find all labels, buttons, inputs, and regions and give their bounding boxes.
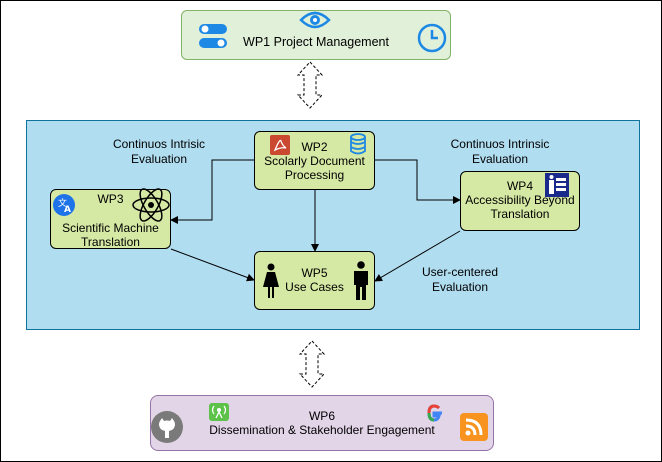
wp5-code: WP5 bbox=[301, 266, 328, 280]
wp1-title: WP1 Project Management bbox=[243, 35, 389, 49]
accessibility-icon bbox=[545, 173, 569, 197]
user-eval-label: User-centered Evaluation bbox=[405, 265, 515, 295]
clock-icon bbox=[417, 23, 447, 53]
man-icon bbox=[354, 261, 368, 300]
eval-right-line1: Continuos Intrinsic bbox=[450, 137, 550, 151]
eval-right-label: Continuos Intrinsic Evaluation bbox=[440, 137, 560, 167]
wp2-box[interactable]: WP2 Scolarly Document Processing bbox=[254, 131, 375, 190]
user-eval-line2: Evaluation bbox=[431, 280, 489, 294]
eval-left-line2: Evaluation bbox=[130, 152, 188, 166]
wp3-code: WP3 bbox=[97, 192, 124, 206]
wp2-code: WP2 bbox=[301, 140, 328, 154]
user-eval-line1: User-centered bbox=[421, 265, 499, 279]
wp4-code: WP4 bbox=[506, 179, 533, 193]
wp6-code: WP6 bbox=[308, 409, 335, 423]
wp1-box[interactable]: WP1 Project Management bbox=[181, 10, 451, 60]
atom-icon bbox=[132, 188, 170, 222]
wp4-box[interactable]: WP4 Accessibility Beyond Translation bbox=[460, 171, 580, 231]
edge-wp4-wp5 bbox=[374, 230, 461, 282]
wp2-title-line2: Processing bbox=[284, 168, 345, 182]
svg-text:A: A bbox=[64, 205, 71, 215]
wp5-title-line1: Use Cases bbox=[285, 280, 344, 294]
wp4-title-line2: Translation bbox=[490, 207, 550, 221]
wp3-title-line2: Translation bbox=[81, 235, 140, 249]
github-icon bbox=[151, 411, 183, 443]
wp6-title: Dissemination & Stakeholder Engagement bbox=[209, 423, 435, 437]
wp3-box[interactable]: 文 A WP3 Scientific Machine Translation bbox=[50, 188, 171, 249]
broadcast-icon bbox=[209, 403, 229, 421]
bidirectional-arrow-bottom bbox=[298, 340, 326, 388]
toggle-switches-icon bbox=[199, 24, 227, 48]
bidirectional-arrow-top bbox=[296, 61, 324, 109]
wp3-title-line1: Scientific Machine bbox=[62, 221, 159, 235]
svg-text:文: 文 bbox=[58, 197, 67, 209]
eval-right-line2: Evaluation bbox=[471, 152, 529, 166]
pdf-icon bbox=[270, 135, 290, 155]
google-icon bbox=[427, 404, 442, 422]
eye-icon bbox=[299, 11, 331, 29]
woman-icon bbox=[263, 263, 279, 298]
eval-left-label: Continuos Intrisic Evaluation bbox=[104, 137, 214, 167]
database-icon bbox=[350, 133, 366, 155]
edge-wp3-wp5 bbox=[170, 248, 255, 282]
edge-wp2-wp4 bbox=[375, 159, 461, 204]
translate-icon: 文 A bbox=[53, 194, 75, 216]
wp4-title-line1: Accessibility Beyond bbox=[465, 193, 575, 207]
wp2-title-line1: Scolarly Document bbox=[264, 154, 365, 168]
rss-icon bbox=[460, 413, 488, 441]
edge-wp2-wp3 bbox=[170, 159, 254, 224]
wp5-box[interactable]: WP5 Use Cases bbox=[254, 251, 375, 310]
wp6-box[interactable]: WP6 Dissemination & Stakeholder Engageme… bbox=[150, 395, 494, 451]
eval-left-line1: Continuos Intrisic bbox=[112, 137, 206, 151]
